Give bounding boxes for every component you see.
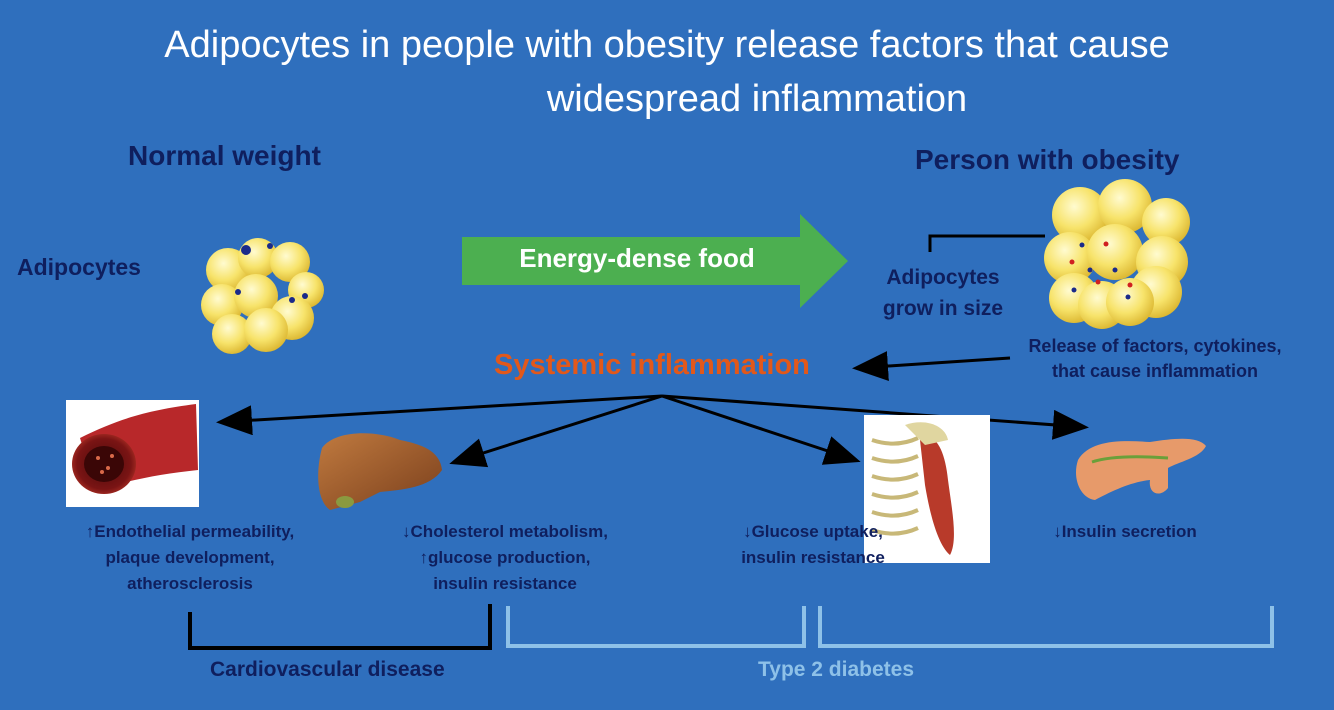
blood-vessel-image [66,400,199,507]
muscle-image [864,415,990,563]
systemic-inflammation-label: Systemic inflammation [494,349,810,381]
muscle-effect: ↓Glucose uptake, insulin resistance [718,519,908,571]
liver-effect-line-2: ↑glucose production, [419,548,591,567]
diabetes-bracket-right [818,606,1274,648]
pancreas-effect-line-1: ↓Insulin secretion [1053,522,1197,541]
muscle-effect-line-1: ↓Glucose uptake, [743,522,883,541]
liver-effect: ↓Cholesterol metabolism, ↑glucose produc… [370,519,640,597]
release-factors-label: Release of factors, cytokines, that caus… [1005,334,1305,384]
liver-image [318,433,442,510]
liver-effect-line-3: insulin resistance [433,574,577,593]
grow-line-2: grow in size [882,297,1004,320]
release-to-inflammation-arrow [852,351,1011,381]
grow-pointer-line [928,234,1045,252]
cardiovascular-bracket [188,604,492,650]
grow-line-1: Adipocytes [886,266,1000,289]
adipocytes-label: Adipocytes [17,254,141,280]
vessel-effect: ↑Endothelial permeability, plaque develo… [55,519,325,597]
inflammation-arrows [216,394,1089,468]
energy-arrow-label: Energy-dense food [519,243,755,273]
obesity-heading: Person with obesity [915,144,1180,175]
obese-adipocyte-cluster [1044,179,1190,329]
pancreas-image [1075,438,1206,500]
liver-effect-line-1: ↓Cholesterol metabolism, [402,522,608,541]
energy-arrow-shape [462,214,848,308]
vessel-effect-line-1: ↑Endothelial permeability, [85,522,295,541]
release-line-1: Release of factors, cytokines, [1028,336,1282,356]
vessel-effect-line-3: atherosclerosis [127,574,253,593]
title-line-1: Adipocytes in people with obesity releas… [164,24,1170,66]
type-2-diabetes-label: Type 2 diabetes [758,658,915,681]
pancreas-effect: ↓Insulin secretion [1030,519,1220,545]
diabetes-bracket-left [506,606,806,648]
release-line-2: that cause inflammation [1051,361,1259,381]
title-line-2: widespread inflammation [546,78,968,120]
muscle-effect-line-2: insulin resistance [741,548,885,567]
normal-adipocyte-cluster [201,238,324,354]
vessel-effect-line-2: plaque development, [105,548,275,567]
cardiovascular-disease-label: Cardiovascular disease [210,658,445,681]
normal-weight-heading: Normal weight [128,140,321,171]
adipocytes-grow-label: Adipocytes grow in size [876,262,1010,324]
